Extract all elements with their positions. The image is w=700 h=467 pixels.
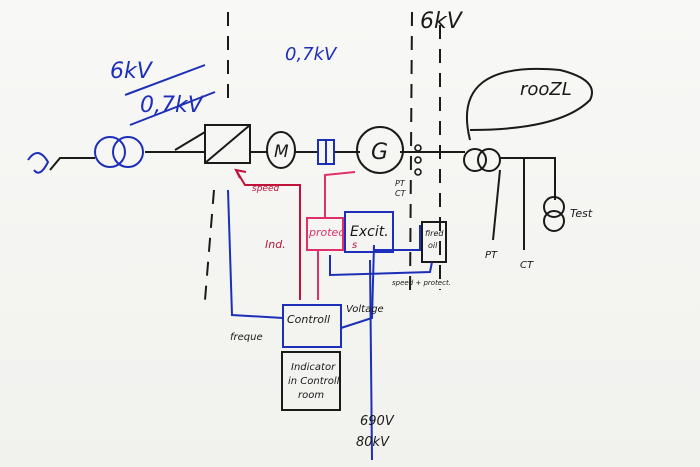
label-ct: CT [520,260,534,271]
label-freque: freque [230,332,263,343]
separator-left-bottom [204,189,215,301]
label-690v: 690V [360,414,395,429]
instrument-1 [414,144,422,152]
excitation-sub: s [352,240,357,251]
pink-wiring [317,171,356,300]
underline-07kv [129,91,216,126]
label-07kv-left: 0,7kV [140,93,205,118]
control-box [282,304,342,348]
instrument-3 [414,168,422,176]
frequency-wire [227,189,284,319]
cloud-text: rooZL [520,79,572,100]
separator-right-a [409,11,413,296]
control-wiring [227,189,433,461]
motor-circle [266,131,296,169]
cloud-outline [465,67,593,141]
excitation-box [344,211,394,253]
transformer-coil-1 [94,136,126,168]
instrument-2 [414,156,422,164]
vfd-box [204,124,251,164]
test-coil-2 [543,210,565,232]
fired-label: fired [425,229,444,238]
oil-label: oil [428,241,438,250]
fired-box [421,221,447,263]
generator-label: G [371,140,388,165]
indicator-line-1: Indicator [291,362,336,373]
test-coil-1 [543,196,565,218]
vfd-rect [204,124,251,164]
pt-drop [492,169,501,241]
indicator-line-2: in Controll [288,376,340,387]
label-pt-ct-2: CT [395,189,407,198]
label-80kv: 80kV [356,435,390,450]
transformer-right [463,148,565,232]
label-test: Test [570,207,593,220]
transformer-right-coil-2 [477,148,501,172]
label-6kv-right: 6kV [420,9,464,34]
label-pt: PT [485,250,498,261]
motor-label: M [274,142,289,162]
label-voltage: Voltage [346,304,384,315]
generator-instruments [414,144,422,176]
transformer-left [27,64,216,174]
voltage-wire [340,244,375,329]
underline-6kv [124,64,206,96]
indicator-line-3: room [298,390,324,401]
control-label: Controll [287,313,330,326]
protection-feed [324,171,356,218]
label-speed: speed [252,184,279,194]
bus-left [49,157,95,171]
indicator-box [281,351,341,411]
excitation-link [374,225,421,251]
separator-lines [204,11,441,301]
label-pt-ct-1: PT [395,179,406,188]
control-bus-black [329,255,433,277]
switch-blade [174,131,206,151]
bus-right [500,157,556,200]
transformer-right-coil-1 [463,148,487,172]
red-wiring [234,168,301,300]
vfd-diagonal [204,124,251,164]
supply-wire [369,259,373,461]
excitation-label: Excit. [350,224,389,240]
generator-circle [356,126,404,174]
main-bus [49,131,556,250]
cable-end [27,152,50,174]
speed-arrow [234,168,247,179]
label-ind: Ind. [265,238,286,251]
label-6kv-left: 6kV [110,59,154,84]
protection-label: protec [308,226,344,239]
label-speed-protect: speed + protect. [392,279,451,287]
label-07kv-mid: 0,7kV [285,44,338,65]
transformer-coil-2 [112,136,144,168]
